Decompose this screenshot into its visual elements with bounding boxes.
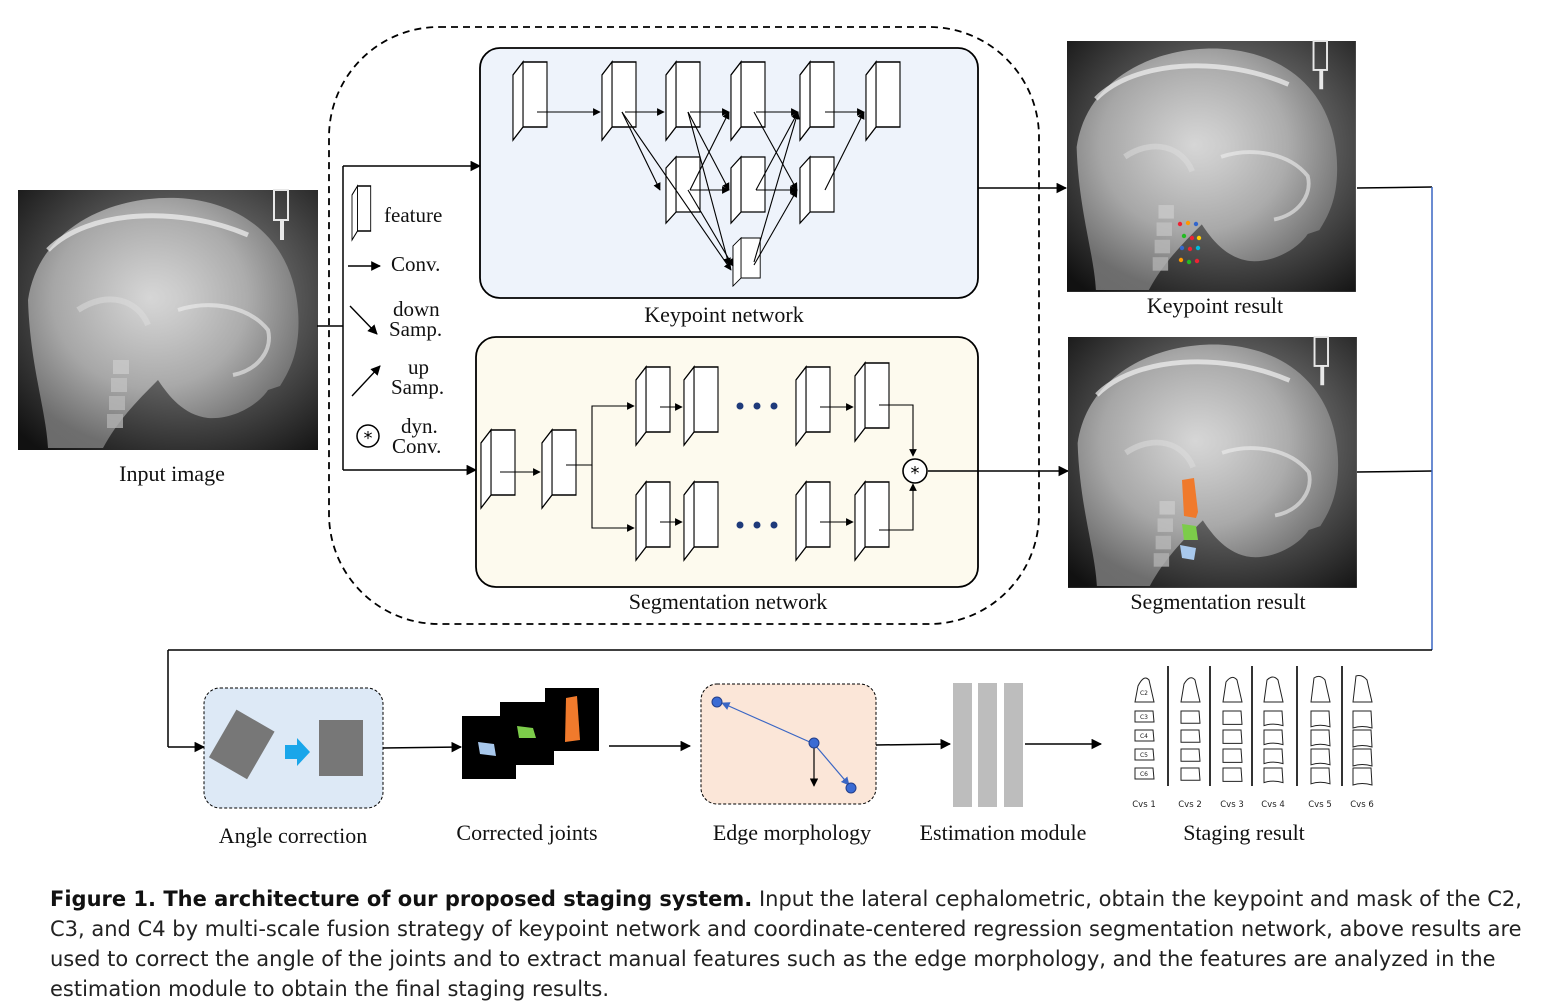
stage-column: Cvs 2 — [1178, 677, 1202, 810]
edge-morphology-box — [700, 683, 877, 805]
network-output-arrows — [928, 182, 1070, 477]
figure-caption: Figure 1. The architecture of our propos… — [50, 884, 1540, 1004]
vertebra-label: C4 — [1140, 733, 1148, 740]
stage-column: Cvs 5 — [1308, 675, 1332, 810]
segmentation-ellipsis — [736, 402, 778, 529]
edge-morphology-label: Edge morphology — [713, 820, 871, 845]
right-arrow-icon — [285, 738, 310, 766]
legend-feature-icon — [351, 184, 372, 242]
keypoint-network-box — [479, 47, 979, 299]
segmentation-network-arrows — [500, 402, 917, 532]
corrected-joints-label: Corrected joints — [456, 820, 597, 845]
input-split-arrows — [317, 160, 482, 476]
corrected-joints — [462, 688, 599, 779]
legend-down-icon — [349, 305, 378, 335]
legend-dyn-conv-icon — [356, 424, 380, 448]
angle-correction-label: Angle correction — [219, 823, 367, 848]
legend-down-2: Samp. — [389, 317, 442, 341]
merge-connector — [167, 186, 1433, 753]
segmentation-network-label: Segmentation network — [629, 589, 828, 614]
vertebra-label: C5 — [1140, 752, 1148, 759]
arrow-to-estimation — [875, 738, 952, 750]
vertebra-label: C2 — [1140, 690, 1148, 697]
network-container — [328, 26, 1040, 625]
keypoint-result-label: Keypoint result — [1147, 293, 1283, 318]
keypoint-network-arrows — [537, 108, 865, 271]
vertebra-label: C6 — [1140, 771, 1148, 778]
svg-text:*: * — [911, 463, 920, 484]
stage-column: Cvs 6 — [1350, 675, 1374, 810]
keypoint-markers — [1177, 220, 1202, 265]
segmentation-masks — [1180, 478, 1198, 560]
legend: feature Conv. down Samp. up Samp. * dyn.… — [348, 184, 444, 458]
input-image — [18, 190, 318, 450]
input-image-label: Input image — [119, 461, 225, 486]
arrow-to-joints — [382, 741, 463, 753]
legend-dyn-2: Conv. — [392, 434, 441, 458]
stage-name: Cvs 3 — [1220, 800, 1244, 810]
legend-up-2: Samp. — [391, 375, 444, 399]
estimation-module-label: Estimation module — [920, 820, 1087, 845]
keypoint-network-label: Keypoint network — [644, 302, 803, 327]
caption-text: Input the lateral cephalometric, obtain … — [50, 887, 1522, 1001]
legend-feature: feature — [384, 203, 442, 227]
svg-text:*: * — [364, 428, 373, 449]
edge-morphology-graph — [711, 696, 857, 794]
corrected-vertebra — [319, 720, 363, 776]
keypoint-result-image — [1067, 41, 1356, 292]
stage-name: Cvs 6 — [1350, 800, 1374, 810]
legend-up-icon — [351, 365, 381, 397]
staging-result-label: Staging result — [1183, 820, 1305, 845]
stage-name: Cvs 1 — [1132, 800, 1156, 810]
dynamic-conv-node: * — [902, 458, 928, 484]
stage-name: Cvs 2 — [1178, 800, 1202, 810]
stage-name: Cvs 5 — [1308, 800, 1332, 810]
tilted-vertebra — [208, 709, 275, 780]
stage-column: Cvs 4 — [1261, 676, 1285, 810]
legend-down-1: down — [393, 297, 440, 321]
segmentation-result-label: Segmentation result — [1130, 589, 1305, 614]
stage-column: Cvs 3 — [1220, 676, 1244, 810]
stage-name: Cvs 4 — [1261, 800, 1285, 810]
vertebra-label: C3 — [1140, 714, 1148, 721]
caption-title: Figure 1. The architecture of our propos… — [50, 887, 753, 911]
legend-conv: Conv. — [391, 252, 440, 276]
estimation-module — [953, 683, 1023, 807]
segmentation-result-image — [1068, 337, 1357, 588]
legend-dyn-1: dyn. — [401, 414, 438, 438]
legend-up-1: up — [408, 355, 429, 379]
